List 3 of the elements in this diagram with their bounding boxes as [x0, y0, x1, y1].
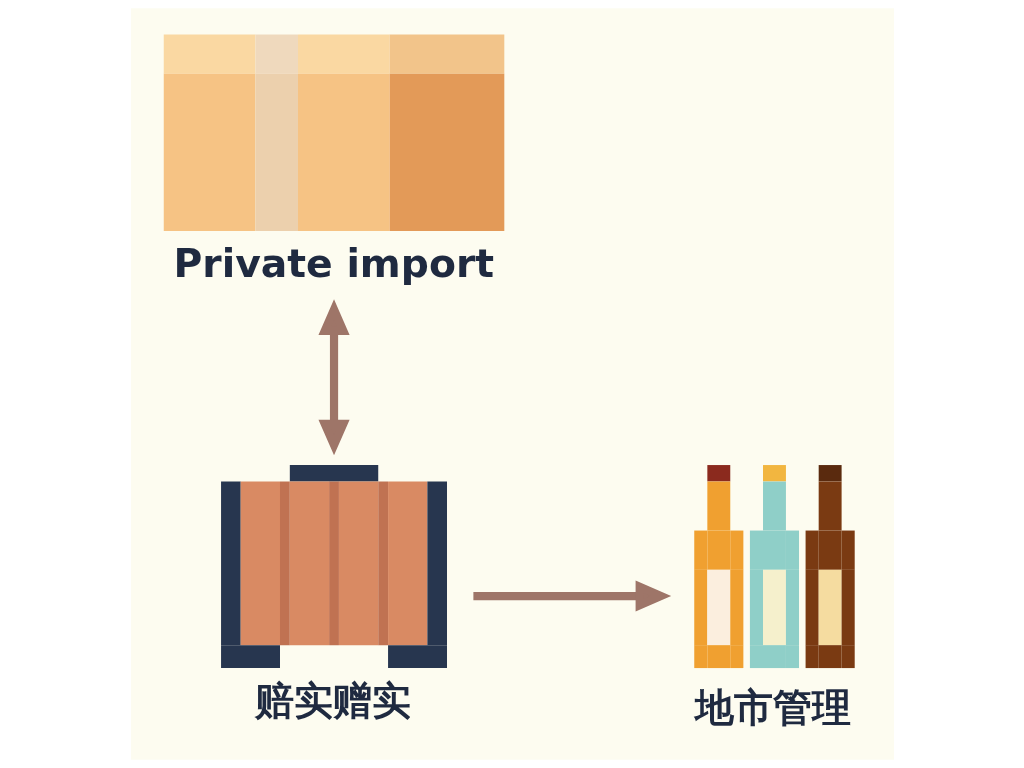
node-label: 赔实赠实 [254, 678, 411, 724]
node-label: Private import [173, 241, 494, 287]
node-label: 地市管理 [694, 684, 851, 730]
